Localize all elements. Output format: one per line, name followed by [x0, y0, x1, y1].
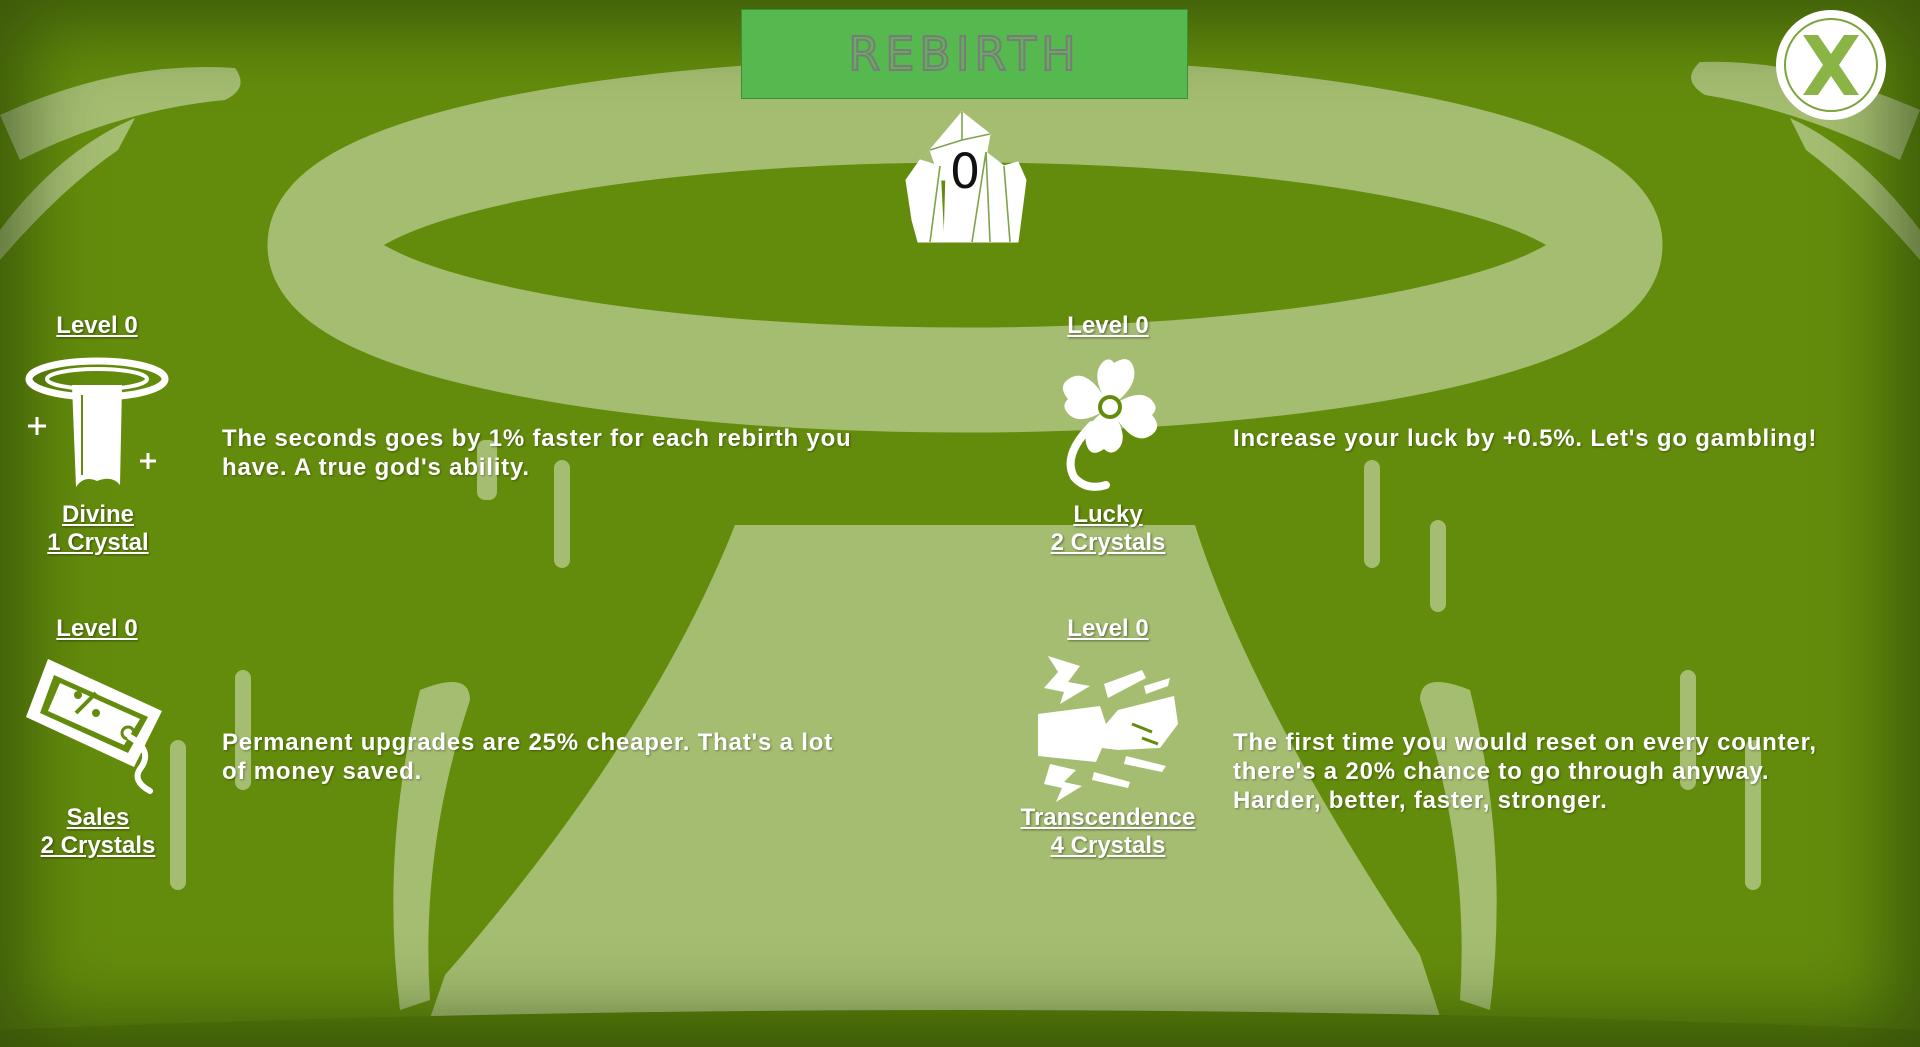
crystal-count: 0	[949, 144, 981, 200]
breaking-beam-icon	[1038, 656, 1178, 802]
close-button[interactable]	[1776, 10, 1886, 120]
upgrade-name: Lucky	[1073, 501, 1143, 528]
upgrade-cost: 2 Crystals	[1050, 529, 1166, 556]
upgrade-cost: 1 Crystal	[47, 529, 149, 556]
description-line: The seconds goes by 1% faster for each r…	[222, 425, 852, 452]
upgrade-description: The first time you would reset on every …	[1233, 728, 1903, 815]
upgrade-name: Sales	[66, 804, 130, 831]
upgrade-description: Permanent upgrades are 25% cheaper. That…	[222, 728, 922, 786]
description-line: there's a 20% chance to go through anywa…	[1233, 758, 1770, 785]
upgrade-level: Level 0	[56, 312, 138, 339]
upgrade-divine-button[interactable]	[22, 355, 172, 495]
description-line: The first time you would reset on every …	[1233, 729, 1817, 756]
crystal-icon	[905, 111, 1027, 243]
upgrade-cost: 4 Crystals	[1050, 832, 1166, 859]
description-line: have. A true god's ability.	[222, 454, 530, 481]
upgrade-level: Level 0	[56, 615, 138, 642]
upgrade-cost: 2 Crystals	[40, 832, 156, 859]
upgrade-sales-button[interactable]	[22, 655, 172, 797]
upgrade-lucky-button[interactable]	[1048, 355, 1172, 491]
four-leaf-clover-icon	[1062, 359, 1158, 491]
description-line: Permanent upgrades are 25% cheaper. That…	[222, 729, 833, 756]
description-line: Increase your luck by +0.5%. Let's go ga…	[1233, 425, 1818, 452]
upgrade-sales-label[interactable]: Sales 2 Crystals	[18, 804, 178, 860]
upgrade-transcendence-button[interactable]	[1034, 652, 1180, 802]
upgrade-description: Increase your luck by +0.5%. Let's go ga…	[1233, 424, 1903, 453]
description-line: of money saved.	[222, 758, 423, 785]
divine-pillar-halo-icon	[25, 357, 169, 487]
upgrade-description: The seconds goes by 1% faster for each r…	[222, 424, 922, 482]
title-panel: REBIRTH	[741, 9, 1188, 99]
upgrade-name: Transcendence	[1020, 804, 1196, 831]
upgrade-name: Divine	[61, 501, 135, 528]
description-line: Harder, better, faster, stronger.	[1233, 787, 1608, 814]
upgrade-lucky-label[interactable]: Lucky 2 Crystals	[1028, 501, 1188, 557]
upgrade-divine-label[interactable]: Divine 1 Crystal	[20, 501, 176, 557]
page-title: REBIRTH	[847, 26, 1081, 82]
upgrade-transcendence-label[interactable]: Transcendence 4 Crystals	[1004, 804, 1212, 860]
upgrade-level: Level 0	[1067, 615, 1149, 642]
discount-tag-icon	[26, 659, 162, 794]
close-x-icon	[1779, 13, 1883, 117]
upgrade-level: Level 0	[1067, 312, 1149, 339]
crystal-counter: 0	[900, 110, 1030, 252]
